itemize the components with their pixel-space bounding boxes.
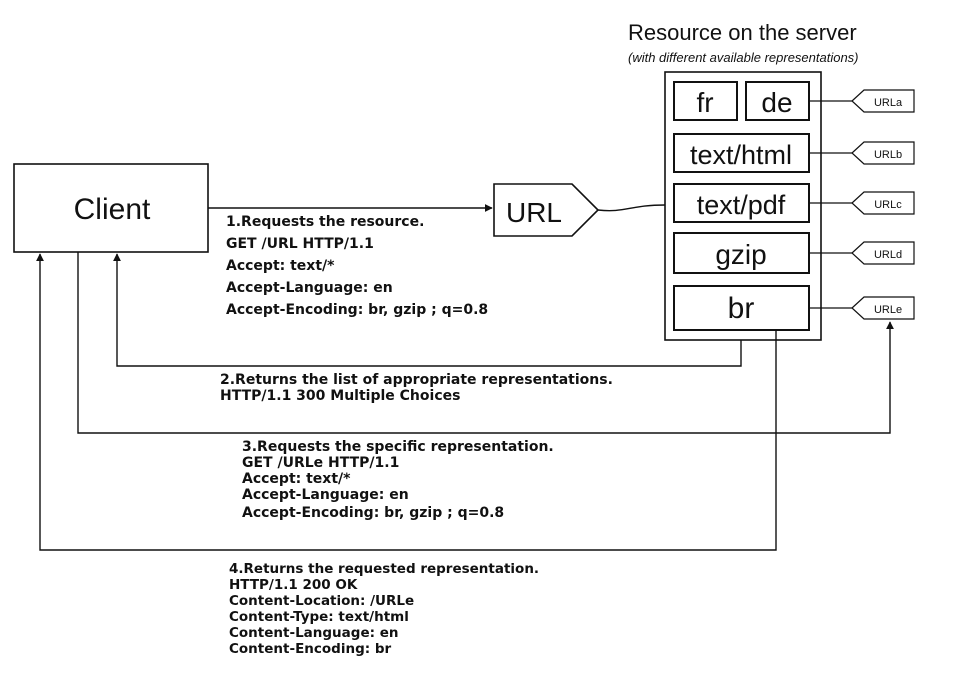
- step3-line-2: GET /URLe HTTP/1.1: [242, 455, 399, 471]
- url-tag-a-label: URLa: [874, 97, 903, 109]
- step4-line-1: 4.Returns the requested representation.: [229, 561, 539, 577]
- step4-text: 4.Returns the requested representation. …: [229, 561, 539, 657]
- rep-gzip-label: gzip: [715, 239, 766, 270]
- url-tag-e: URLe: [851, 296, 915, 320]
- url-tag-a: URLa: [851, 89, 915, 113]
- diagram-subtitle: (with different available representation…: [628, 50, 859, 65]
- url-tag-b-label: URLb: [874, 149, 902, 161]
- step2-text: 2.Returns the list of appropriate repres…: [220, 372, 613, 404]
- step4-line-2: HTTP/1.1 200 OK: [229, 577, 358, 593]
- step2-line-1: 2.Returns the list of appropriate repres…: [220, 372, 613, 388]
- url-tag-shape: [493, 183, 600, 237]
- rep-br-box: [673, 285, 810, 331]
- step3-text: 3.Requests the specific representation. …: [242, 439, 554, 521]
- rep-br-label: br: [728, 292, 755, 325]
- rep-text-html-label: text/html: [690, 140, 792, 170]
- step3-line-4: Accept-Language: en: [242, 487, 409, 503]
- client-label: Client: [74, 193, 151, 226]
- url-tag-d-label: URLd: [874, 249, 902, 261]
- url-tag-c-label: URLc: [874, 199, 902, 211]
- step3-line-1: 3.Requests the specific representation.: [242, 439, 554, 455]
- url-link-line: [597, 204, 666, 212]
- step2-line-2: HTTP/1.1 300 Multiple Choices: [220, 388, 460, 404]
- step3-line-5: Accept-Encoding: br, gzip ; q=0.8: [242, 505, 504, 521]
- step1-line-3: Accept: text/*: [226, 258, 335, 274]
- rep-gzip-box: [673, 232, 810, 274]
- step4-line-4: Content-Type: text/html: [229, 609, 409, 625]
- url-tag-d: URLd: [851, 241, 915, 265]
- step1-text: 1.Requests the resource. GET /URL HTTP/1…: [226, 214, 488, 318]
- rep-fr-box: [673, 81, 738, 121]
- url-tag-label: URL: [506, 197, 562, 228]
- url-tag-e-label: URLe: [874, 304, 902, 316]
- client-box: [13, 163, 209, 253]
- step4-line-3: Content-Location: /URLe: [229, 593, 414, 609]
- step1-line-5: Accept-Encoding: br, gzip ; q=0.8: [226, 302, 488, 318]
- step4-return-arrow: [36, 253, 777, 551]
- step3-request-arrow: [77, 252, 894, 434]
- step1-line-2: GET /URL HTTP/1.1: [226, 236, 374, 252]
- step2-return-arrow: [113, 253, 742, 367]
- url-tag-b: URLb: [851, 141, 915, 165]
- step4-line-5: Content-Language: en: [229, 625, 398, 641]
- step3-line-3: Accept: text/*: [242, 471, 351, 487]
- step1-line-1: 1.Requests the resource.: [226, 214, 424, 230]
- rep-text-pdf-label: text/pdf: [697, 190, 786, 220]
- rep-de-label: de: [761, 87, 792, 118]
- url-tag-c: URLc: [851, 191, 915, 215]
- rep-fr-label: fr: [696, 87, 713, 118]
- step4-line-6: Content-Encoding: br: [229, 641, 392, 657]
- step1-line-4: Accept-Language: en: [226, 280, 393, 296]
- diagram-title: Resource on the server: [628, 20, 857, 45]
